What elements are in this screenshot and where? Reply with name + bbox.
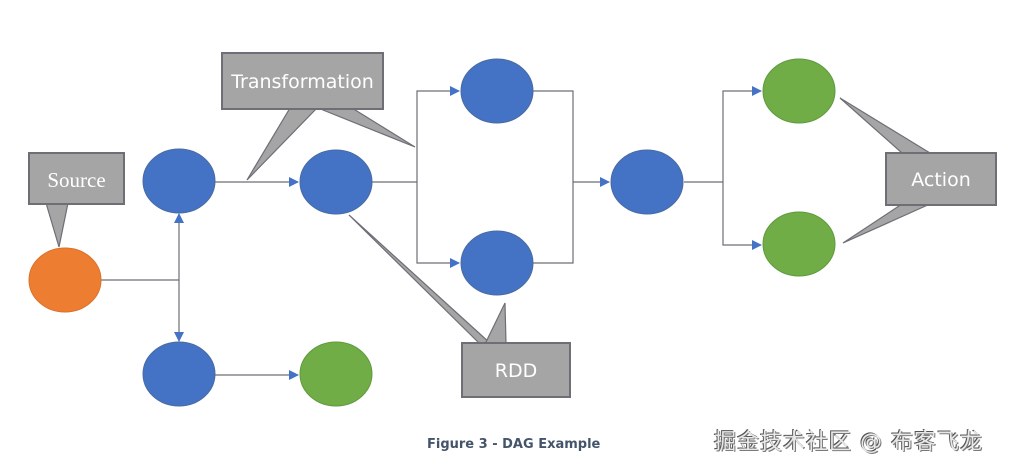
rdd-node-2[interactable] bbox=[142, 341, 216, 407]
edge-rdd-3-to-rdd-5 bbox=[416, 182, 460, 268]
transformation-callout-label: Transformation bbox=[230, 71, 374, 93]
figure-caption: Figure 3 - DAG Example bbox=[427, 437, 601, 452]
rdd-node-1[interactable] bbox=[142, 148, 216, 214]
rdd-node-6[interactable] bbox=[610, 149, 684, 215]
edge-rdd-6-to-action-3 bbox=[722, 182, 762, 250]
action-node-2[interactable] bbox=[762, 58, 836, 124]
callout-pointers bbox=[45, 97, 931, 345]
edges bbox=[101, 86, 762, 380]
rdd-node-3[interactable] bbox=[299, 149, 373, 215]
rdd-callout: RDD bbox=[461, 342, 571, 398]
callouts: Source Transformation RDD Action bbox=[28, 52, 997, 398]
rdd-node-4[interactable] bbox=[460, 58, 534, 124]
action-callout: Action bbox=[885, 152, 997, 206]
transformation-callout-pointer-2 bbox=[317, 107, 416, 148]
transformation-callout: Transformation bbox=[221, 52, 384, 110]
source-callout-pointer bbox=[45, 202, 69, 248]
source-callout-label: Source bbox=[47, 168, 105, 192]
rdd-callout-pointer bbox=[348, 214, 492, 345]
action-callout-pointer-bottom bbox=[842, 203, 931, 244]
rdd-callout-label: RDD bbox=[495, 360, 537, 382]
edge-rdd-4-to-rdd-6 bbox=[533, 90, 574, 182]
edge-rdd-6-to-action-2 bbox=[722, 86, 762, 182]
nodes bbox=[28, 58, 836, 407]
rdd-callout-pointer-2 bbox=[484, 302, 507, 345]
action-node-1[interactable] bbox=[299, 341, 373, 407]
source-callout: Source bbox=[28, 152, 125, 205]
edge-rdd-5-to-rdd-6 bbox=[533, 182, 574, 264]
action-callout-pointer-top bbox=[839, 97, 931, 154]
watermark: 掘金技术社区 @ 布客飞龙 bbox=[714, 430, 983, 455]
action-callout-label: Action bbox=[911, 169, 971, 191]
source-node[interactable] bbox=[28, 247, 102, 313]
rdd-node-5[interactable] bbox=[460, 230, 534, 296]
transformation-callout-pointer bbox=[246, 107, 318, 181]
action-node-3[interactable] bbox=[762, 211, 836, 277]
edge-rdd-3-to-rdd-4 bbox=[416, 86, 460, 182]
edge-source-to-rdd-1 bbox=[101, 213, 184, 281]
